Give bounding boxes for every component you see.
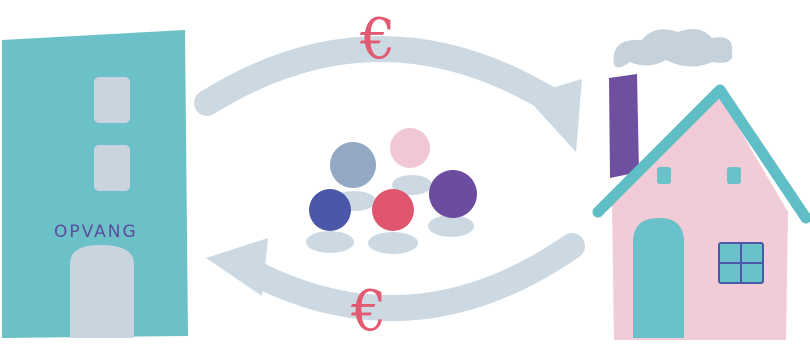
house-window-framed [718, 242, 764, 284]
house-window-right [727, 167, 741, 184]
arrow-to-building-head [206, 238, 268, 296]
person-head-gray-blue [330, 142, 376, 188]
person-body [306, 231, 354, 253]
house-roof [592, 84, 810, 224]
arrow-to-house-head [525, 79, 582, 152]
house-window-left [657, 167, 671, 184]
people-group [306, 128, 477, 254]
building-label: OPVANG [54, 222, 138, 242]
building-door [70, 245, 134, 338]
person-head-blue [309, 189, 351, 231]
building-window-middle [94, 145, 130, 191]
opvang-building: OPVANG [2, 30, 188, 338]
chimney-smoke [613, 29, 733, 68]
person-body [392, 175, 432, 195]
person-body [428, 215, 474, 237]
person-head-purple [429, 170, 477, 218]
house-door [633, 218, 684, 338]
arrow-to-building-shaft [232, 233, 585, 322]
person-head-pink [390, 128, 430, 168]
arrow-to-house [194, 36, 582, 152]
person-body [368, 232, 418, 254]
euro-sign-bottom: € [350, 279, 387, 344]
building-window-top [94, 77, 130, 123]
arrow-to-building [206, 233, 585, 322]
euro-sign-top: € [359, 7, 396, 72]
person-head-red [372, 189, 414, 231]
house [592, 29, 810, 340]
arrow-to-house-shaft [194, 36, 568, 116]
chimney [609, 74, 639, 178]
